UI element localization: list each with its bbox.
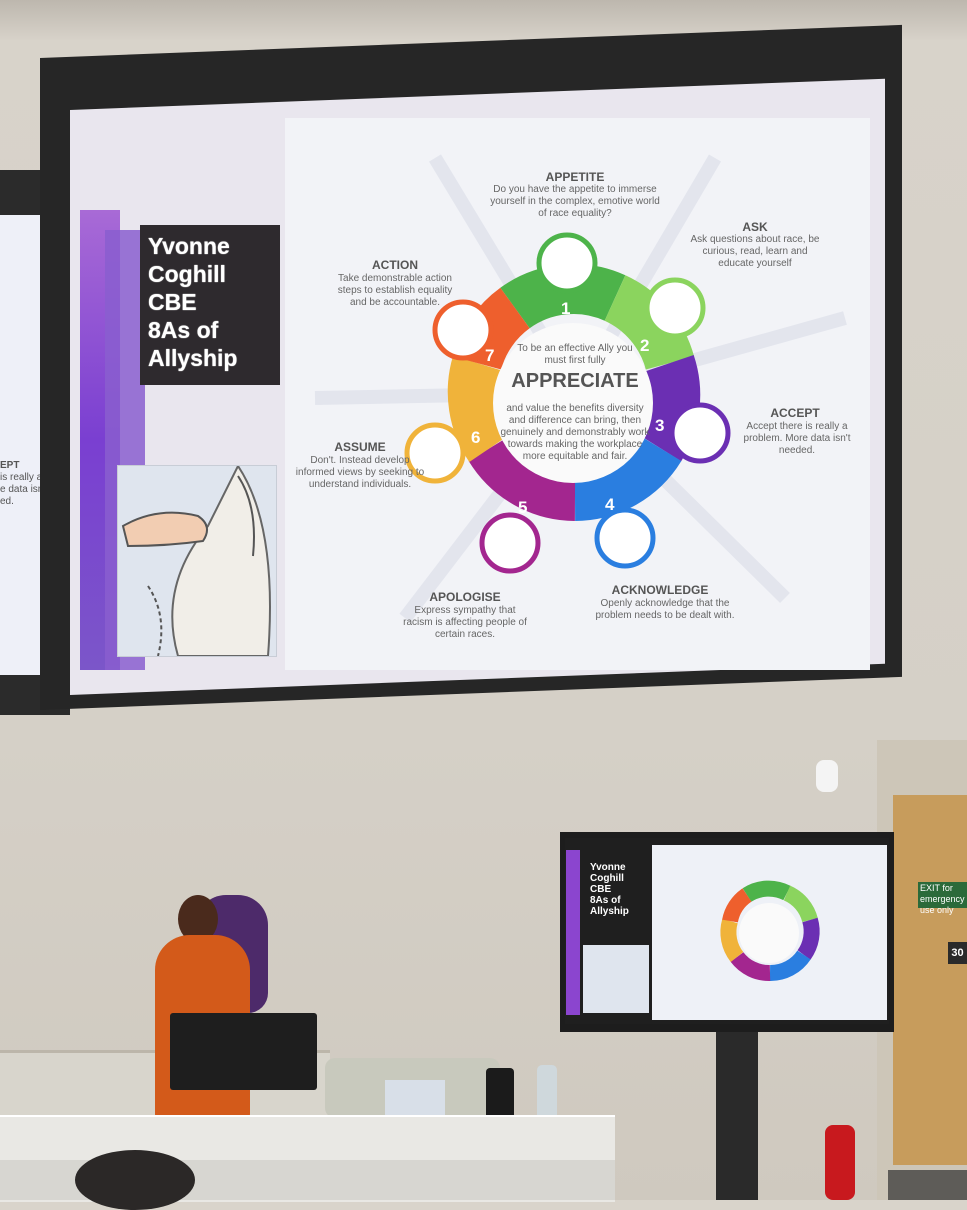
apologise-text: Express sympathy that racism is affectin… [403, 605, 527, 640]
accept-text: Accept there is really a problem. More d… [743, 421, 851, 456]
ask-text: Ask questions about race, be curious, re… [690, 234, 820, 269]
acknowledge-text: Openly acknowledge that the problem need… [595, 598, 735, 621]
assume-heading: ASSUME [334, 440, 386, 454]
segment-number: 3 [655, 416, 664, 435]
center-intro: To be an effective Ally you must first f… [517, 343, 633, 366]
appetite-text: Do you have the appetite to immerse your… [490, 184, 660, 219]
appetite-heading: APPETITE [545, 170, 605, 184]
door [893, 795, 967, 1165]
apologise-heading: APOLOGISE [429, 590, 501, 604]
allyship-wheel-slide: 1 2 3 4 5 6 7 To be an effective Ally yo… [285, 118, 870, 670]
title-line: CBE [148, 289, 197, 315]
allyship-wheel: 1 2 3 4 5 6 7 [314, 154, 847, 623]
slide-title: Yvonne Coghill CBE 8As of Allyship [148, 232, 288, 372]
title-line: 8As of [148, 317, 219, 343]
tv-stand-pole [716, 1032, 758, 1200]
action-heading: ACTION [372, 258, 418, 272]
segment-number: 1 [561, 299, 570, 318]
ask-heading: ASK [742, 220, 768, 234]
fragment-line: is really a [0, 472, 43, 483]
tv-illustration [583, 945, 649, 1013]
segment-number: 4 [605, 495, 615, 514]
center-appreciate: APPRECIATE [511, 370, 639, 392]
segment-number: 2 [640, 336, 649, 355]
tv-title-line: Yvonne [590, 862, 626, 873]
tv-title-line: CBE [590, 884, 612, 895]
tv-title-line: 8As of [590, 895, 621, 906]
center-body: and value the benefits diversity and dif… [500, 403, 650, 462]
title-line: Yvonne [148, 233, 230, 259]
tv-title-line: Coghill [590, 873, 624, 884]
tv-wheel-slide [652, 845, 887, 1020]
fire-extinguisher [825, 1125, 855, 1200]
tv-title-line: Allyship [590, 906, 629, 917]
assume-text: Don't. Instead develop informed views by… [295, 455, 425, 490]
laptop [385, 1080, 445, 1120]
accept-heading: ACCEPT [770, 406, 820, 420]
segment-number: 7 [485, 346, 494, 365]
fragment-line: e data isn't [0, 484, 49, 495]
title-line: Allyship [148, 345, 238, 371]
tv-purple-stripe [566, 850, 580, 1015]
title-line: Coghill [148, 261, 226, 287]
allyship-illustration [117, 464, 277, 657]
audience-head [75, 1150, 195, 1210]
lectern-monitor [170, 1013, 317, 1090]
title-panel [140, 225, 280, 385]
fragment-line: ed. [0, 496, 14, 507]
room-number-sign: 30 [948, 942, 967, 964]
segment-number: 6 [471, 428, 480, 447]
tv-slide-title: Yvonne Coghill CBE 8As of Allyship [590, 862, 650, 917]
acknowledge-heading: ACKNOWLEDGE [611, 583, 709, 597]
exit-sign: EXIT for emergency use only [918, 882, 967, 915]
left-screen-fragment: EPT is really a e data isn't ed. [0, 460, 50, 508]
fragment-line: EPT [0, 460, 20, 471]
security-camera [816, 760, 838, 792]
segment-number: 5 [518, 498, 527, 517]
floor [888, 1170, 967, 1200]
action-text: Take demonstrable action steps to establ… [337, 273, 453, 308]
